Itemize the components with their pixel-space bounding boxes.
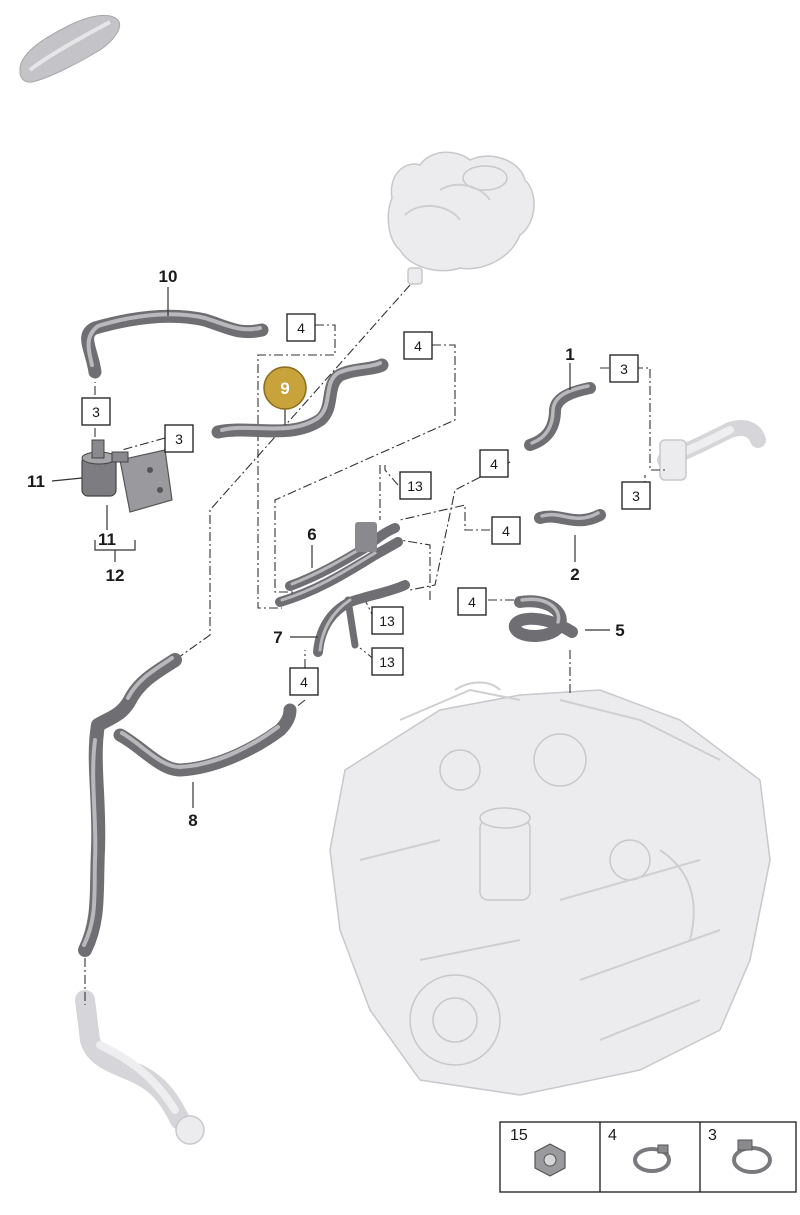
box-4-mid[interactable]: 4 — [403, 331, 433, 360]
box-4-right[interactable]: 4 — [479, 449, 509, 478]
box-4-top[interactable]: 4 — [286, 313, 316, 342]
hose-clamp-icon — [732, 1139, 772, 1174]
coolant-connection-bottom — [75, 990, 205, 1145]
svg-text:13: 13 — [379, 613, 395, 629]
hose-clamp-icon — [633, 1144, 671, 1173]
svg-text:4: 4 — [502, 523, 510, 539]
box-4-lower[interactable]: 4 — [457, 587, 487, 616]
callout-6[interactable]: 6 — [307, 525, 316, 544]
box-4-bottom[interactable]: 4 — [289, 667, 319, 696]
svg-text:3: 3 — [708, 1127, 717, 1144]
legend-item-15[interactable]: 15 — [510, 1127, 566, 1177]
engine-block — [329, 681, 771, 1096]
callout-9-highlight[interactable]: 9 — [263, 366, 307, 410]
callout-9-label: 9 — [280, 379, 289, 398]
svg-text:3: 3 — [620, 361, 628, 377]
svg-text:4: 4 — [414, 338, 422, 354]
box-3-right-top[interactable]: 3 — [609, 354, 639, 383]
callout-8[interactable]: 8 — [188, 811, 197, 830]
svg-text:3: 3 — [92, 404, 100, 420]
hose-10 — [81, 309, 269, 379]
callout-2[interactable]: 2 — [570, 565, 579, 584]
box-4-center[interactable]: 4 — [491, 516, 521, 545]
svg-text:4: 4 — [300, 674, 308, 690]
callout-12[interactable]: 12 — [106, 566, 125, 585]
hex-nut-icon — [534, 1143, 566, 1177]
svg-text:4: 4 — [490, 456, 498, 472]
svg-text:3: 3 — [175, 431, 183, 447]
callout-11-pump[interactable]: 11 — [27, 472, 45, 491]
hose-2 — [534, 509, 606, 527]
hose-8 — [78, 653, 297, 957]
box-3-left[interactable]: 3 — [81, 397, 111, 426]
parts-legend: 15 4 3 — [499, 1121, 797, 1193]
svg-text:15: 15 — [510, 1127, 528, 1144]
svg-text:13: 13 — [379, 654, 395, 670]
leader-lines — [51, 287, 610, 808]
box-13-top[interactable]: 13 — [399, 471, 432, 500]
hose-9 — [211, 358, 389, 439]
callout-labels: 10 1 2 6 7 5 8 11 11 12 — [27, 267, 625, 830]
reference-lines — [84, 284, 665, 1005]
box-3-right-mid[interactable]: 3 — [621, 481, 651, 510]
box-13-low[interactable]: 13 — [371, 647, 404, 676]
hose-5 — [508, 595, 578, 642]
callout-1[interactable]: 1 — [565, 345, 574, 364]
box-13-mid[interactable]: 13 — [371, 606, 404, 635]
legend-item-4[interactable]: 4 — [608, 1127, 671, 1173]
svg-text:4: 4 — [468, 594, 476, 610]
callout-7[interactable]: 7 — [273, 628, 282, 647]
svg-text:4: 4 — [297, 320, 305, 336]
svg-text:3: 3 — [632, 488, 640, 504]
box-3-valve[interactable]: 3 — [164, 424, 194, 453]
hose-7 — [313, 580, 410, 657]
hose-1 — [524, 382, 596, 451]
callout-5[interactable]: 5 — [615, 621, 624, 640]
expansion-tank — [387, 151, 535, 285]
svg-text:4: 4 — [608, 1127, 617, 1144]
coolant-connection-right — [657, 420, 766, 481]
svg-text:13: 13 — [407, 478, 423, 494]
legend-item-3[interactable]: 3 — [708, 1127, 772, 1174]
callout-11-set[interactable]: 11 — [98, 530, 116, 549]
auxiliary-water-pump — [81, 439, 173, 513]
callout-10[interactable]: 10 — [159, 267, 178, 286]
hose-6 — [275, 522, 403, 607]
vehicle-icon — [19, 14, 120, 83]
